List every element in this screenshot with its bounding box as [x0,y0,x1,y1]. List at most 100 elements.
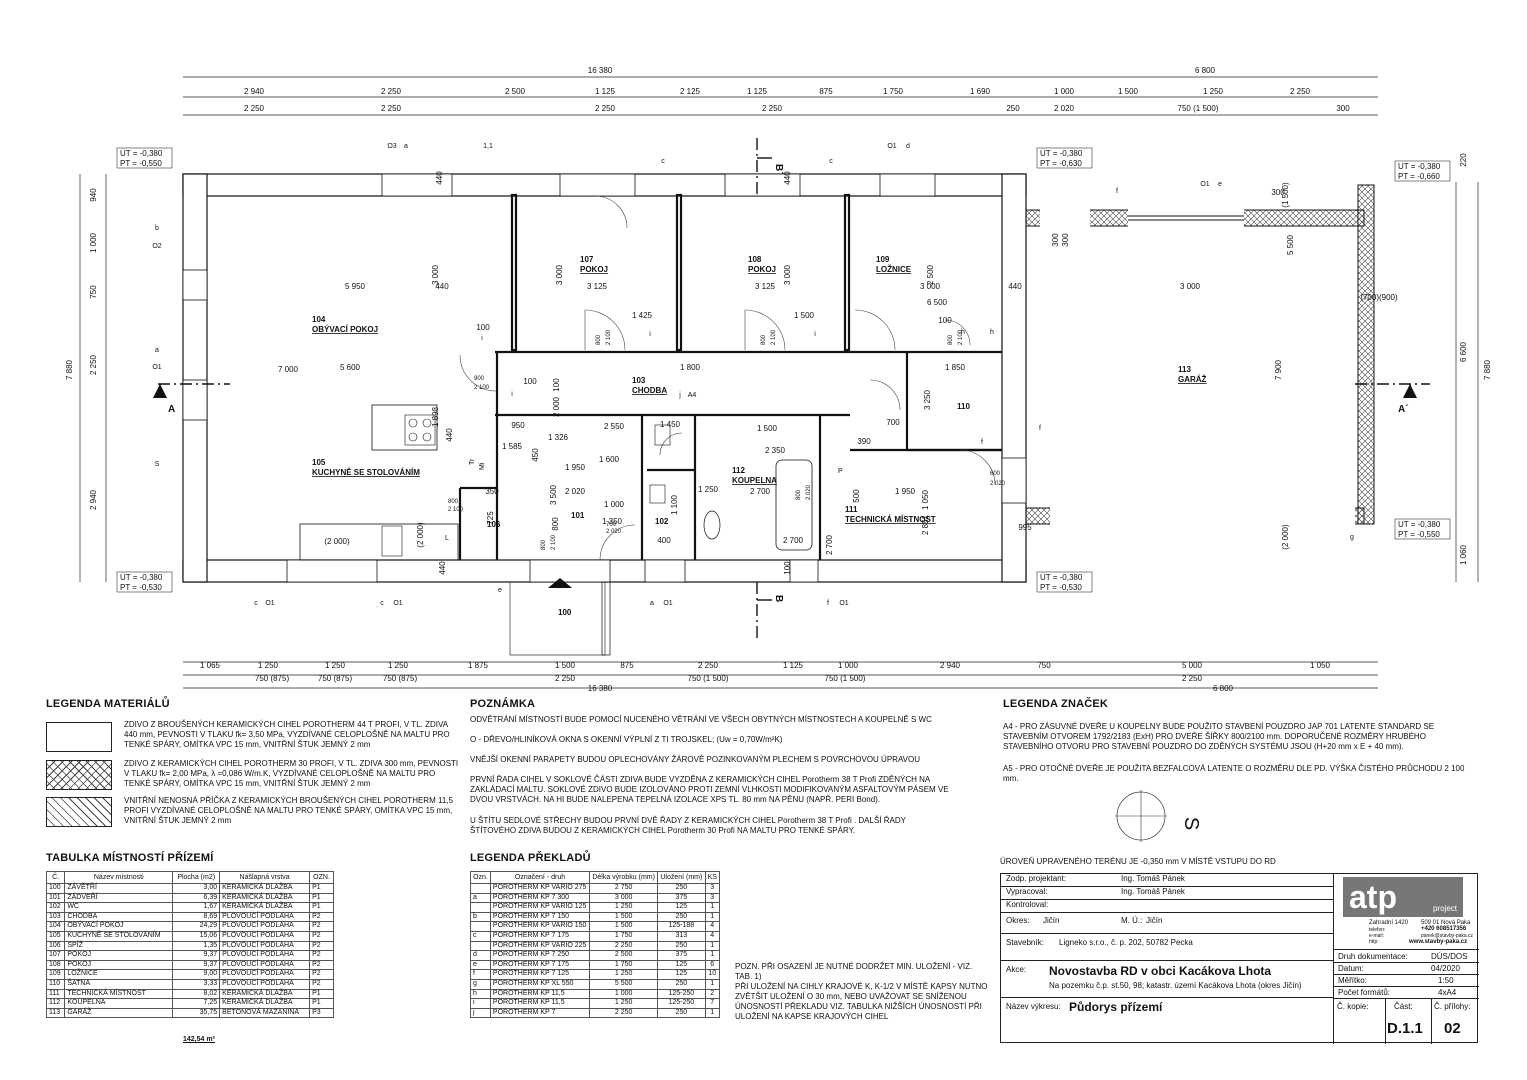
room-cell: 107 [45,950,66,961]
room-cell: 110 [45,978,66,990]
room-number: 104 [312,315,326,324]
room-name: CHODBA [632,386,667,395]
dim-top-row2: 2 250 [244,104,265,113]
inner-dim: (2 000) [1281,524,1290,550]
tb-akce: Akce: Novostavba RD v obci Kacákova Lhota… [1001,961,1333,998]
lintel-cell: c [470,930,491,942]
tb-akce-label: Akce: [1006,965,1027,974]
inner-dim: 800 [551,517,560,531]
tb-mu-label: M. Ú.: [1121,916,1143,925]
room-cell: GARÁŽ [64,1007,174,1019]
room-cell: OBÝVACÍ POKOJ [64,921,174,932]
lintel-tag: h [961,329,965,336]
lintel-note-2: PŘI ULOŽENÍ NA CIHLY KRAJOVÉ K, K-1/2 V … [735,982,988,1001]
dim-top-overall: 16 380 [588,66,613,75]
inner-dim: 3 250 [923,389,932,410]
door-size: 600 [990,471,1001,477]
inner-dim: 2 550 [604,422,625,431]
room-number: 109 [876,255,890,264]
lintel-cell: 375 [657,950,706,961]
dim-top-row2: 750 (1 500) [1178,104,1219,113]
dim-bottom-row1: 750 [1037,661,1051,670]
room-number: 112 [732,466,745,475]
dim-top-row1: 875 [819,87,833,96]
room-cell: P2 [309,911,334,923]
room-cell: P2 [309,959,334,971]
room-cell: 8,02 [172,988,221,1000]
door-size: 800 [448,499,459,505]
lintel-tag: i [649,331,651,338]
inner-dim: 2 700 [750,487,771,496]
tb-zodp-value: Ing. Tomáš Pánek [1121,874,1185,883]
inner-dim: 450 [531,448,540,462]
lintel-cell: 2 500 [589,950,659,961]
lintel-cell: 4 [704,921,721,932]
tb-okres-value: Jičín [1043,916,1060,925]
room-cell: 105 [45,930,66,942]
tb-akce-value: Novostavba RD v obci Kacákova Lhota [1049,964,1272,978]
lintel-cell: POROTHERM KP 7 125 [489,969,591,980]
note-title: POZNÁMKA [470,698,536,710]
inner-dim: 1 250 [698,485,719,494]
lintel-tag: c [661,158,665,165]
lintel-header: Ozn. [470,871,491,884]
tb-format-value: 4xA4 [1438,988,1457,997]
window-tag: a [650,600,654,607]
lintel-cell: 125 [657,959,706,971]
inner-dim: 3 125 [755,282,776,291]
lintel-cell: 1 000 [589,988,659,1000]
dim-bottom-row1: 1 875 [468,661,489,670]
room-cell: 1,35 [172,940,221,952]
inner-dim: 1 000 [604,500,625,509]
inner-dim: 2 700 [783,536,804,545]
company-tel-label: telefon: [1369,927,1386,933]
inner-dim: 3 500 [549,484,558,505]
room-cell: PLOVOUCÍ PODLAHA [219,969,311,980]
level-pt: PT = -0,530 [120,583,162,592]
inner-dim: 440 [435,282,449,291]
room-cell: POKOJ [64,950,174,961]
lintel-cell [470,883,491,894]
inner-dim: 350 [485,487,499,496]
room-header: Nášlapná vrstva [219,871,311,884]
dim-bottom-row2: 750 (875) [383,674,418,683]
door-size: 2 020 [806,484,812,500]
room-cell: PLOVOUCÍ PODLAHA [219,978,311,990]
inner-dim: 2 000 [552,396,561,417]
window-tag: a [404,143,408,150]
section-b-bottom: B [773,595,784,602]
lintel-cell: POROTHERM KP 7 [489,1007,591,1019]
room-cell: KERAMICKÁ DLAŽBA [219,988,311,1000]
lintel-cell: 375 [657,892,706,904]
room-cell: PLOVOUCÍ PODLAHA [219,911,311,923]
legend-symbols-p2: A5 - PRO OTOČNÉ DVEŘE JE POUŽITA BEZFALC… [1003,764,1465,783]
room-name: LOŽNICE [876,265,912,274]
lintel-cell: h [470,988,491,1000]
legend-materials-item-3: VNITŘNÍ NENOSNÁ PŘÍČKA Z KERAMICKÝCH BRO… [124,796,453,825]
room-cell: KOUPELNA [64,998,174,1009]
level-ut: UT = -0,380 [1040,149,1083,158]
tb-stav: Stavebník:Ligneko s.r.o., č. p. 202, 507… [1001,934,1333,961]
note-p4: PRVNÍ ŘADA CIHEL V SOKLOVÉ ČÁSTI ZDIVA B… [470,775,949,804]
level-box [116,571,173,593]
lintel-tag: i [481,335,483,342]
tb-kopie-label: Č. kopie: [1337,1002,1369,1011]
misc-label: L [445,535,449,542]
tb-datum-value: 04/2020 [1431,964,1460,973]
lintel-cell: e [470,959,491,971]
room-name: TECHNICKÁ MÍSTNOST [845,515,936,524]
lintel-cell: 5 500 [589,978,659,990]
window-tag: c [254,600,258,607]
title-block: Zodp. projektant:Ing. Tomáš Pánek Vyprac… [1000,873,1479,1044]
room-cell: KERAMICKÁ DLAŽBA [219,902,311,913]
dim-top-row2: 300 [1336,104,1350,113]
room-cell: P1 [309,988,334,1000]
inner-dim: 725 [486,511,495,525]
